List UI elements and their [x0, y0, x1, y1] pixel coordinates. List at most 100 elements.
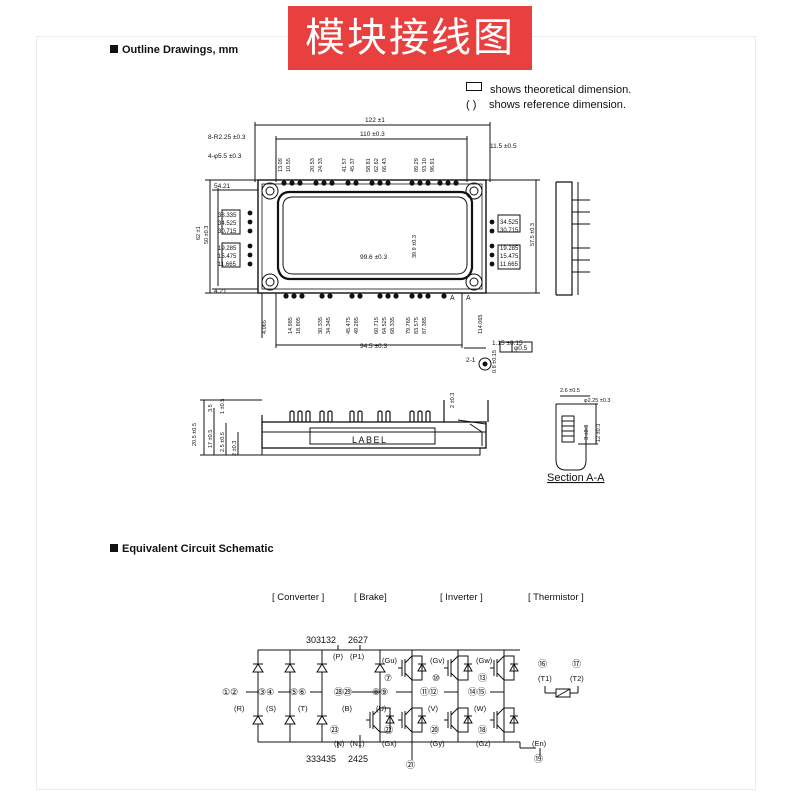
bottom-dim-value: 64.525 — [382, 317, 388, 334]
diode — [284, 663, 296, 673]
dim-left-4: 4.21 — [214, 288, 227, 295]
group-converter: [ Converter ] — [272, 592, 325, 603]
gate-gu: (Gu) — [382, 656, 398, 665]
gate-gw-num: ⑬ — [478, 673, 487, 683]
heading-bullet — [110, 45, 118, 53]
terminal-p-label: (P) — [333, 652, 344, 661]
bottom-dim-value: 14.985 — [288, 317, 294, 334]
datasheet-page — [36, 36, 756, 790]
terminal-t: ⑤⑥ — [290, 687, 306, 697]
dim-height-total: 62 ±1 — [196, 226, 202, 240]
section-mark-a1: A — [450, 295, 455, 302]
dim-label-height: 39.9 ±0.3 — [412, 235, 418, 258]
gate-gu-num: ⑦ — [384, 673, 392, 683]
bottom-dim-value: 60.715 — [374, 317, 380, 334]
igbt-set — [366, 655, 519, 733]
section-mark-a2: A — [466, 295, 471, 302]
left-dim-2: 34.525 — [218, 221, 237, 227]
terminal-u: ⑧⑨ — [372, 687, 388, 697]
top-dim-value: 13.09 — [278, 158, 284, 172]
bottom-dim-value: 87.385 — [422, 317, 428, 334]
gate-gz: (Gz) — [476, 739, 491, 748]
gate-gw: (Gw) — [476, 656, 493, 665]
top-dim-value: 24.33 — [318, 158, 324, 172]
top-dim-value: 66.43 — [382, 158, 388, 172]
dim-pin-pitch: 1.15 ±0.15 — [492, 340, 523, 347]
gate-gx-num: ㉒ — [384, 725, 393, 735]
side-h-17: 17 ±0.5 — [208, 430, 214, 448]
top-dim-value: 20.53 — [310, 158, 316, 172]
igbt-transistor — [444, 655, 459, 681]
left-dim-5: 15.475 — [218, 254, 237, 260]
section-d4: 12 ±0.3 — [596, 424, 602, 442]
legend-paren: ( ) — [466, 99, 477, 111]
side-h-1: 1 ±0.5 — [220, 399, 226, 414]
right-dim-3: 19.285 — [500, 246, 519, 252]
igbt-transistor — [398, 707, 413, 733]
title-banner: 模块接线图 — [288, 6, 532, 70]
diode — [316, 663, 328, 673]
terminal-bottom-num: ㉑ — [406, 760, 415, 770]
side-h-total: 20.5 ±0.5 — [192, 423, 198, 446]
terminal-p1: 2627 — [348, 635, 368, 645]
dim-left-54: 54.21 — [214, 183, 231, 190]
terminal-p1-label: (P1) — [350, 652, 365, 661]
terminal-r-label: (R) — [234, 704, 245, 713]
gate-gx: (Gx) — [382, 739, 397, 748]
right-dim-2: 30.715 — [500, 228, 519, 234]
right-dim-4: 15.475 — [500, 254, 519, 260]
terminal-p: 303132 — [306, 635, 336, 645]
right-dim-values: 34.525 30.715 19.285 15.475 11.665 — [500, 220, 519, 268]
outline-heading-text: Outline Drawings, mm — [122, 44, 239, 56]
terminal-r: ①② — [222, 687, 238, 697]
circuit-heading: Equivalent Circuit Schematic — [110, 543, 274, 555]
side-h-25: 2.5 ±0.5 — [220, 432, 226, 452]
bottom-dim-value: 34.345 — [326, 317, 332, 334]
section-d1: 2.6 ±0.5 — [560, 388, 580, 394]
left-dim-1: 38.335 — [218, 213, 237, 219]
dim-holes-d: 4-φ5.5 ±0.3 — [208, 153, 242, 160]
igbt-transistor — [490, 655, 505, 681]
terminal-n: 333435 — [306, 754, 336, 764]
dim-pin-note: 2-1 — [466, 357, 476, 364]
outline-heading: Outline Drawings, mm — [110, 44, 238, 56]
group-inverter: [ Inverter ] — [440, 592, 483, 603]
dimension-legend: shows theoretical dimension. ( ) shows re… — [466, 82, 631, 113]
freewheel-diode — [412, 707, 427, 733]
thermistor-t2-num: ⑰ — [572, 659, 581, 669]
right-dim-1: 34.525 — [500, 220, 519, 226]
left-dim-4: 19.285 — [218, 246, 237, 252]
diode — [374, 663, 386, 673]
terminal-s: ③④ — [258, 687, 274, 697]
legend-reference: shows reference dimension. — [489, 99, 626, 111]
bottom-dim-value: 30.335 — [318, 317, 324, 334]
top-dim-value: 58.81 — [366, 158, 372, 172]
thermistor-t1: (T1) — [538, 674, 552, 683]
dim-height-right: 57.5 ±0.3 — [530, 223, 536, 246]
terminal-v-label: (V) — [428, 704, 439, 713]
diode — [252, 715, 264, 725]
bottom-dim-value: 49.285 — [354, 317, 360, 334]
dim-pin-w: 0.8 ±0.15 — [492, 350, 498, 373]
gate-gy: (Gy) — [430, 739, 445, 748]
section-title: Section A-A — [547, 472, 605, 484]
heading-bullet — [110, 544, 118, 552]
diode — [316, 715, 328, 725]
top-dim-value: 41.57 — [342, 158, 348, 172]
dim-bottom-span: 94.5 ±0.3 — [360, 343, 387, 350]
top-dim-value: 10.55 — [286, 158, 292, 172]
side-pins — [261, 400, 489, 422]
dim-pin-pos: φ0.5 — [514, 345, 528, 352]
diode — [252, 663, 264, 673]
freewheel-diode — [380, 707, 395, 733]
legend-theoretical: shows theoretical dimension. — [490, 84, 632, 96]
side-label-text: LABEL — [352, 435, 388, 445]
terminal-b-label: (B) — [342, 704, 353, 713]
terminal-n1-label: (N1) — [350, 739, 365, 748]
